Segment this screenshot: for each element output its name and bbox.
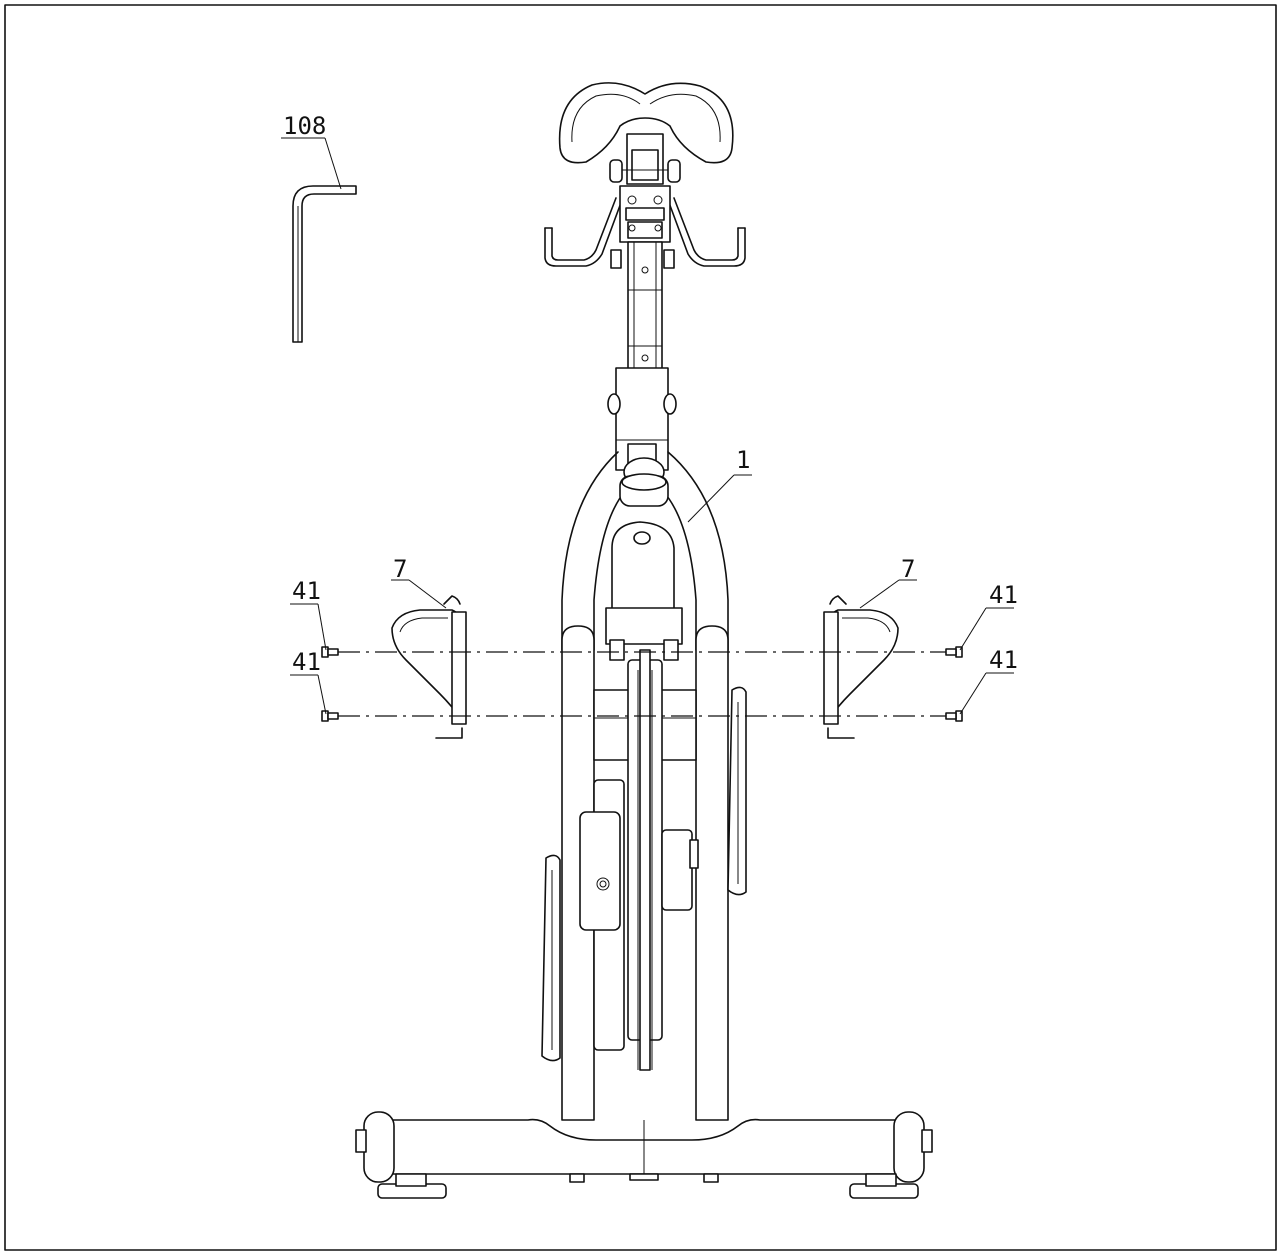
callout-7-left: 7 — [391, 555, 447, 609]
base-stabilizer — [355, 1111, 933, 1199]
right-side-cover — [823, 595, 899, 739]
left-side-cover — [391, 595, 467, 739]
pedal-left — [541, 854, 561, 1062]
callout-7-right-label: 7 — [901, 555, 915, 583]
handlebar-post — [627, 241, 663, 371]
callout-41-left-lower-label: 41 — [292, 648, 321, 676]
sheet-border — [4, 4, 1277, 1251]
callout-1-label: 1 — [736, 446, 750, 474]
bolt-right-upper — [945, 646, 963, 658]
assembly-center-lines — [338, 651, 946, 717]
bolt-left-upper — [321, 646, 339, 658]
callout-7-right: 7 — [859, 555, 917, 609]
handlebar — [544, 185, 746, 269]
callout-41-left-upper: 41 — [290, 577, 327, 651]
callout-7-left-label: 7 — [393, 555, 407, 583]
callout-41-left-lower: 41 — [290, 648, 327, 715]
bolt-right-lower — [945, 710, 963, 722]
callout-41-right-upper-label: 41 — [989, 581, 1018, 609]
callout-41-right-upper: 41 — [959, 581, 1018, 651]
callout-108-label: 108 — [283, 112, 326, 140]
main-frame — [561, 367, 729, 1121]
bolt-left-lower — [321, 710, 339, 722]
callout-41-right-lower-label: 41 — [989, 646, 1018, 674]
callout-41-right-lower: 41 — [959, 646, 1018, 715]
seat — [558, 82, 734, 185]
hex-key — [292, 185, 357, 343]
callout-41-left-upper-label: 41 — [292, 577, 321, 605]
callout-108: 108 — [281, 112, 342, 190]
callout-1: 1 — [687, 446, 752, 523]
pedal-right — [727, 686, 747, 896]
